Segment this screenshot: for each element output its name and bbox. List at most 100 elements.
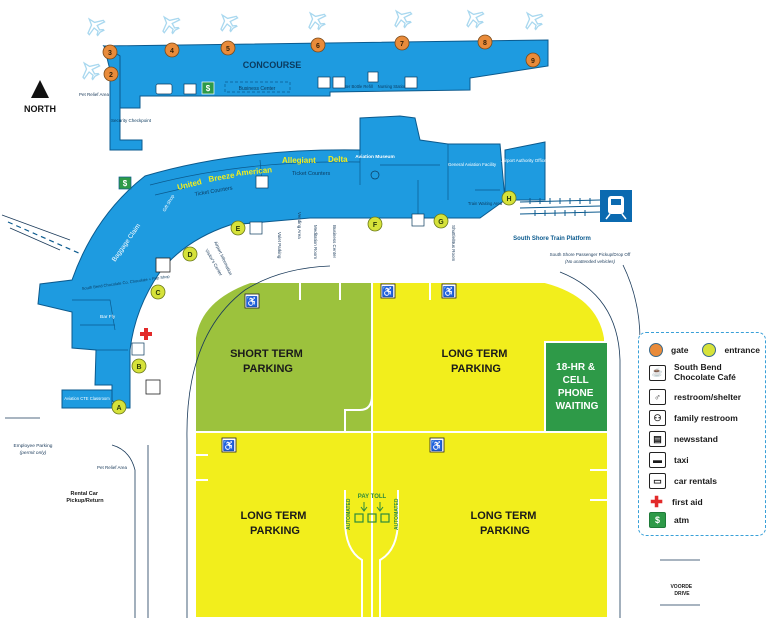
svg-text:Delta: Delta bbox=[328, 155, 348, 164]
north-label: NORTH bbox=[24, 104, 56, 114]
business-center-label: Business Center bbox=[239, 86, 276, 92]
gate-icon bbox=[649, 343, 663, 357]
newsstand-icon bbox=[183, 83, 197, 95]
train-tracks bbox=[519, 198, 601, 216]
svg-text:3: 3 bbox=[108, 50, 112, 57]
gate-5: 5 bbox=[220, 40, 236, 56]
entrance-e: E bbox=[230, 220, 246, 236]
cell-phone-lot bbox=[544, 341, 609, 433]
concourse-label: CONCOURSE bbox=[243, 60, 302, 70]
entrance-h: H bbox=[501, 190, 517, 206]
svg-text:B: B bbox=[136, 364, 141, 371]
svg-text:7: 7 bbox=[400, 41, 404, 48]
toll-booths bbox=[354, 502, 390, 523]
train-platform-label: South Shore Train Platform bbox=[513, 236, 591, 242]
legend-restroom: ♂ restroom/shelter bbox=[649, 389, 741, 405]
cafe-icon: ☕ bbox=[649, 364, 666, 381]
voorde-drive-label: VOORDE DRIVE bbox=[670, 584, 693, 597]
automated-label-left: AUTOMATED bbox=[346, 498, 352, 530]
long-term-left-label: LONG TERM PARKING bbox=[240, 510, 309, 537]
train-waiting-label: Train Waiting Area bbox=[468, 201, 503, 206]
legend-first-aid: ✚ first aid bbox=[650, 494, 703, 511]
restroom-icon bbox=[131, 342, 145, 356]
north-arrow-icon bbox=[31, 80, 49, 98]
entrance-b: B bbox=[131, 358, 147, 374]
restroom-icon bbox=[317, 76, 331, 89]
svg-text:2: 2 bbox=[109, 72, 113, 79]
entrance-markers: A B C D E F G H bbox=[111, 190, 517, 415]
svg-text:Allegiant: Allegiant bbox=[282, 156, 316, 165]
restroom-icon bbox=[404, 76, 418, 89]
restroom-icon bbox=[332, 76, 346, 89]
svg-text:8: 8 bbox=[483, 40, 487, 47]
general-aviation-label: General Aviation Facility bbox=[448, 162, 497, 167]
entrance-a: A bbox=[111, 399, 127, 415]
entrance-icon bbox=[702, 343, 717, 357]
train-icon bbox=[600, 190, 632, 222]
svg-text:G: G bbox=[438, 219, 444, 226]
nursing-station-label: Nursing Station bbox=[378, 84, 407, 89]
car-rental-icon: ▭ bbox=[649, 473, 666, 489]
legend-taxi: ▬ taxi bbox=[649, 452, 689, 468]
automated-label-right: AUTOMATED bbox=[394, 498, 400, 530]
restroom-icon bbox=[367, 71, 379, 83]
rental-car-label: Rental Car Pickup/Return bbox=[66, 491, 104, 504]
svg-text:$: $ bbox=[123, 179, 128, 188]
rail-line bbox=[7, 221, 91, 259]
svg-text:American: American bbox=[235, 165, 272, 178]
legend-car-rentals: ▭ car rentals bbox=[649, 473, 717, 489]
pet-relief-label: Pet Relief Area bbox=[79, 92, 110, 97]
water-bottle-label: Water Bottle Refill bbox=[339, 84, 372, 89]
svg-text:♿: ♿ bbox=[246, 295, 258, 308]
svg-text:♿: ♿ bbox=[223, 439, 235, 452]
long-term-right-label: LONG TERM PARKING bbox=[470, 510, 539, 537]
airline-labels: United Breeze American Allegiant Delta bbox=[176, 155, 348, 192]
long-term-right-lot bbox=[371, 431, 609, 619]
cafe-icon bbox=[155, 83, 173, 95]
gate-8: 8 bbox=[477, 34, 493, 50]
museum-icon bbox=[370, 170, 380, 180]
svg-text:$: $ bbox=[206, 84, 211, 93]
atm-icon bbox=[118, 176, 132, 190]
aviation-cte-label: Aviation CTE Classroom bbox=[64, 396, 110, 401]
svg-text:E: E bbox=[236, 226, 241, 233]
cell-phone-waiting-label: 18-HR & CELL PHONE WAITING bbox=[556, 362, 599, 412]
svg-text:9: 9 bbox=[531, 58, 535, 65]
svg-text:Business Center: Business Center bbox=[332, 225, 337, 259]
entrance-d: D bbox=[182, 246, 198, 262]
svg-text:Valet Parking: Valet Parking bbox=[277, 232, 282, 259]
ticket-counters-label-right: Ticket Counters bbox=[292, 171, 331, 177]
short-term-parking-label: SHORT TERM PARKING bbox=[230, 348, 306, 375]
svg-text:6: 6 bbox=[316, 43, 320, 50]
bar-fly-label: Bar Fly bbox=[100, 314, 116, 320]
restroom-icon bbox=[411, 213, 425, 227]
gate-4: 4 bbox=[164, 42, 180, 58]
train-pickup-label: South Shore Passenger Pickup/Drop Off bbox=[550, 252, 631, 257]
svg-text:Vending Area: Vending Area bbox=[297, 212, 302, 239]
legend-atm: $ atm bbox=[649, 512, 689, 528]
legend-gate: gate entrance bbox=[649, 343, 760, 357]
gate-6: 6 bbox=[310, 37, 326, 53]
security-checkpoint-label: Security Checkpoint bbox=[111, 118, 152, 123]
entrance-c: C bbox=[150, 284, 166, 300]
employee-parking-label: Employee Parking bbox=[14, 443, 53, 449]
svg-text:5: 5 bbox=[226, 46, 230, 53]
pay-toll-label: PAY TOLL bbox=[358, 494, 387, 500]
taxi-icon bbox=[145, 379, 161, 395]
gate-7: 7 bbox=[394, 35, 410, 51]
atm-icon: $ bbox=[649, 512, 666, 528]
airport-authority-label: Airport Authority Office bbox=[502, 158, 547, 163]
first-aid-icon: ✚ bbox=[650, 494, 663, 511]
gate-markers: 2 3 4 5 6 7 8 9 bbox=[102, 34, 541, 82]
svg-text:♿: ♿ bbox=[382, 285, 394, 298]
svg-text:♿: ♿ bbox=[431, 439, 443, 452]
family-restroom-icon: ⚇ bbox=[649, 410, 666, 426]
newsstand-icon: ▤ bbox=[649, 431, 666, 447]
terminal-amenity-icons: $ $ bbox=[118, 71, 425, 395]
taxi-icon: ▬ bbox=[649, 452, 666, 468]
svg-text:4: 4 bbox=[170, 48, 174, 55]
long-term-top-label: LONG TERM PARKING bbox=[441, 348, 510, 375]
